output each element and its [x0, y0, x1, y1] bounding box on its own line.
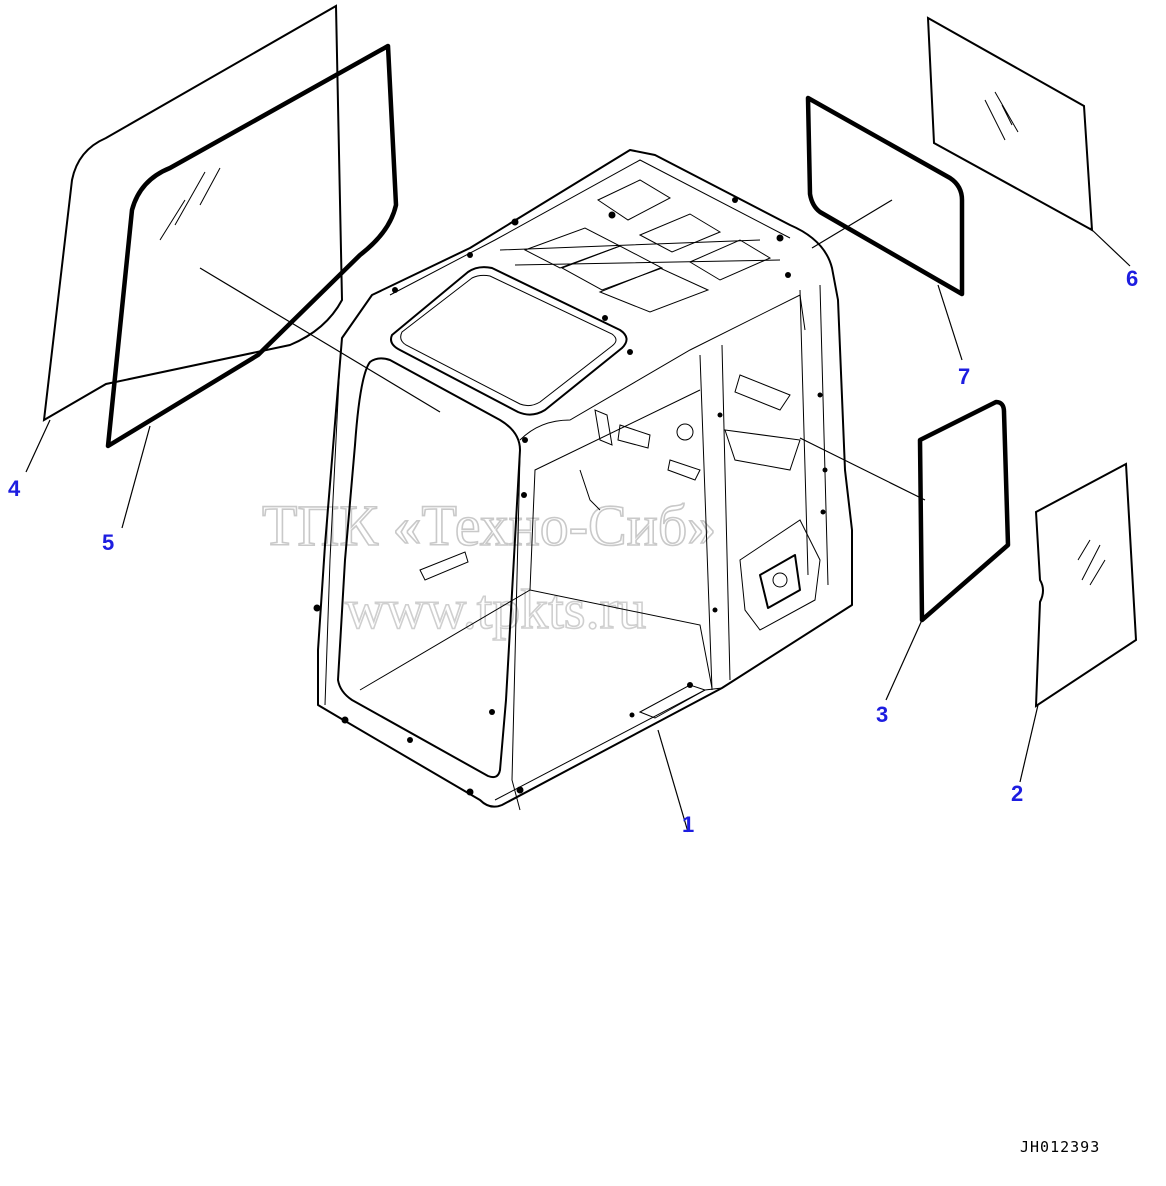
callout-4[interactable]: 4 [8, 476, 21, 501]
cab-frame[interactable] [313, 149, 853, 811]
front-glass[interactable] [42, 4, 344, 422]
front-glass-seal[interactable] [105, 43, 399, 449]
rear-glass-seal[interactable] [805, 95, 965, 297]
callout-3[interactable]: 3 [876, 702, 888, 727]
callout-2[interactable]: 2 [1011, 781, 1023, 806]
callout-1[interactable]: 1 [682, 812, 694, 837]
leader-lines [25, 199, 1131, 833]
watermark-company: ТПК «Техно-Сиб» [262, 493, 716, 558]
rear-right-glass-seal[interactable] [917, 399, 1011, 623]
callout-5[interactable]: 5 [102, 530, 114, 555]
callout-7[interactable]: 7 [958, 364, 970, 389]
reference-code: JH012393 [1020, 1138, 1100, 1156]
rear-glass[interactable] [926, 16, 1094, 232]
callout-6[interactable]: 6 [1126, 266, 1138, 291]
frame-bolts [313, 197, 828, 796]
rear-right-glass[interactable] [1034, 462, 1138, 708]
